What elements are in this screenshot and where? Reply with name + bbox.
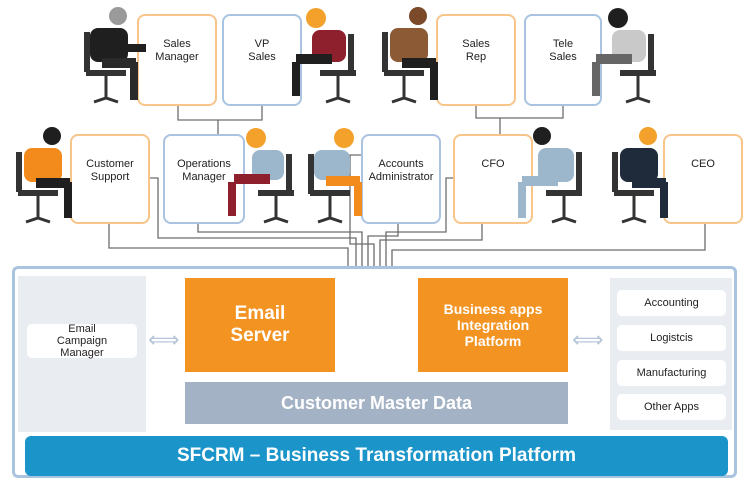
platform-title-bar: SFCRM – Business Transformation Platform — [25, 436, 728, 476]
app-accounting: Accounting — [617, 290, 726, 316]
business-apps-box: Business apps Integration Platform — [418, 278, 568, 372]
person-tele-sales-icon — [592, 8, 656, 104]
ceo-label: CEO — [691, 158, 715, 170]
person-ceo-icon — [612, 127, 668, 224]
app-manufacturing-label: Manufacturing — [636, 367, 707, 379]
tele-sales-label: Tele Sales — [549, 38, 577, 63]
email-server-box: Email Server — [185, 278, 335, 372]
customer-master-data-bar: Customer Master Data — [185, 382, 568, 424]
card-tele-sales: Tele Sales — [524, 14, 602, 106]
left-double-arrow-icon: ⟺ — [148, 327, 180, 352]
email-campaign-manager-box: Email Campaign Manager — [27, 323, 137, 359]
accounts-administrator-label: Accounts Administrator — [368, 158, 434, 183]
person-operations-manager-icon — [228, 128, 294, 224]
person-cfo-icon — [518, 127, 582, 224]
person-vp-sales-icon — [292, 8, 356, 104]
sales-rep-label: Sales Rep — [462, 38, 490, 63]
person-sales-manager-icon — [84, 7, 146, 104]
customer-master-data-label: Customer Master Data — [280, 392, 473, 413]
card-vp-sales: VP Sales — [222, 14, 302, 106]
card-sales-rep: Sales Rep — [436, 14, 516, 106]
app-other-apps-label: Other Apps — [643, 401, 700, 413]
person-sales-rep-icon — [382, 7, 438, 104]
card-accounts-administrator: Accounts Administrator — [361, 134, 441, 224]
person-customer-support-icon — [16, 127, 72, 224]
app-logistics-label: Logistcis — [650, 332, 693, 344]
card-customer-support: Customer Support — [70, 134, 150, 224]
email-server-label: Email Server — [230, 303, 290, 346]
app-logistics: Logistcis — [617, 325, 726, 351]
person-accounts-administrator-icon — [308, 128, 362, 224]
platform-title: SFCRM – Business Transformation Platform — [176, 445, 577, 466]
sales-manager-label: Sales Manager — [155, 38, 199, 63]
app-manufacturing: Manufacturing — [617, 360, 726, 386]
card-sales-manager: Sales Manager — [137, 14, 217, 106]
email-campaign-manager-label: Email Campaign Manager — [56, 323, 108, 359]
business-apps-label: Business apps Integration Platform — [443, 301, 543, 349]
customer-support-label: Customer Support — [86, 158, 134, 183]
right-double-arrow-icon: ⟺ — [572, 327, 604, 352]
card-operations-manager: Operations Manager — [163, 134, 245, 224]
app-other-apps: Other Apps — [617, 394, 726, 420]
operations-manager-label: Operations Manager — [177, 158, 231, 183]
vp-sales-label: VP Sales — [248, 38, 276, 63]
app-accounting-label: Accounting — [644, 297, 699, 309]
cfo-label: CFO — [481, 158, 505, 170]
